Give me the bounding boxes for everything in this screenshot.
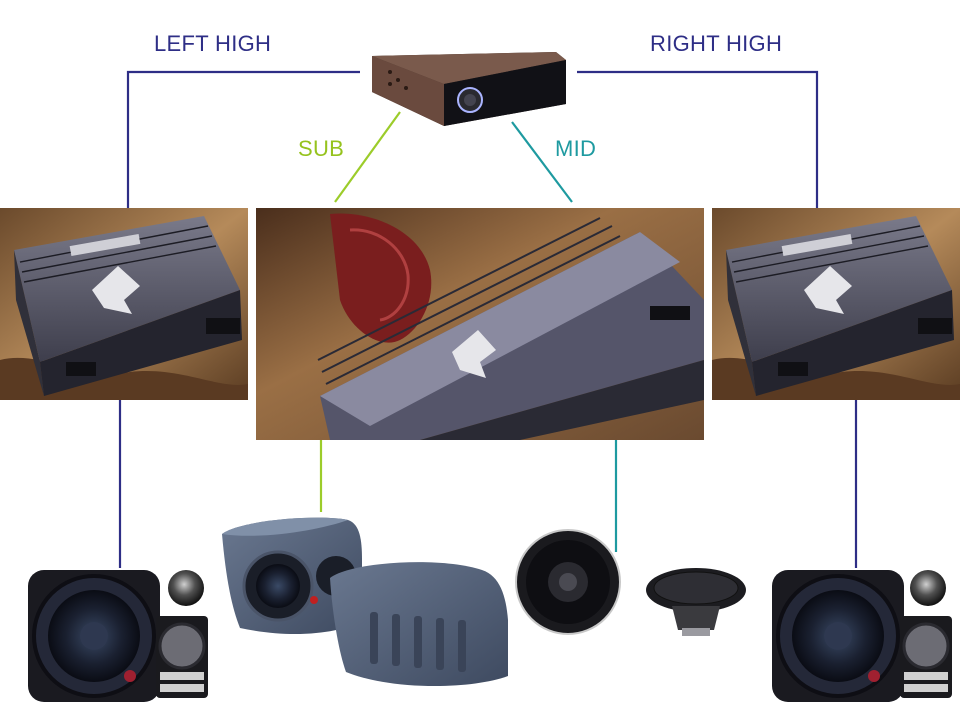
left-high-wire bbox=[126, 70, 360, 208]
mid-label: MID bbox=[555, 136, 597, 161]
sub-wire bbox=[334, 111, 401, 203]
right-high-wire bbox=[577, 70, 819, 208]
mid-speaker-icon bbox=[515, 529, 746, 636]
right-amplifier-icon bbox=[712, 208, 960, 400]
right-high-label: RIGHT HIGH bbox=[650, 31, 783, 56]
left-amplifier-icon bbox=[0, 208, 248, 400]
sub-label: SUB bbox=[298, 136, 345, 161]
mid-wire bbox=[511, 121, 573, 203]
right-component-speaker-icon bbox=[772, 570, 952, 702]
wiring bbox=[118, 70, 858, 568]
left-high-label: LEFT HIGH bbox=[154, 31, 272, 56]
subwoofer-enclosure-icon bbox=[222, 517, 508, 687]
center-amplifier-icon bbox=[256, 208, 704, 440]
head-unit-icon bbox=[372, 52, 566, 126]
left-component-speaker-icon bbox=[28, 570, 208, 702]
